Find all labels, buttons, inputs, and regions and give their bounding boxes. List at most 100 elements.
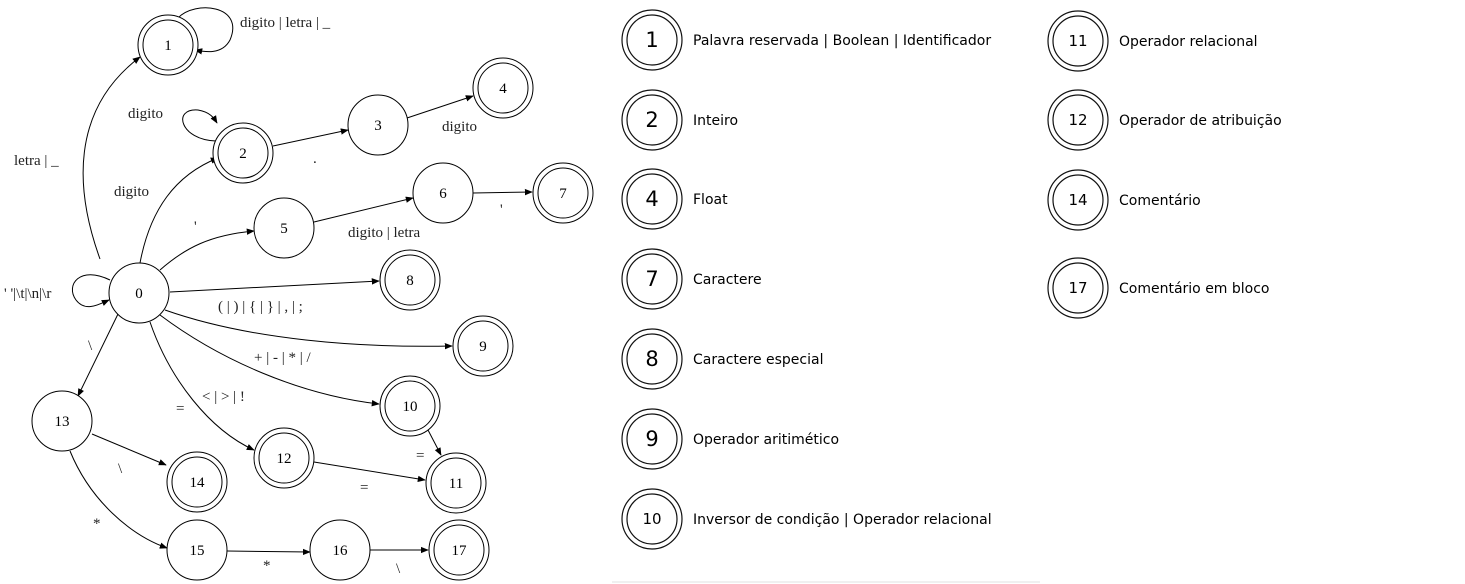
transition-label-12-to-11: = — [360, 480, 368, 496]
transition-label-0-to-12: = — [176, 401, 184, 417]
state-label-5: 5 — [280, 221, 288, 237]
state-label-6: 6 — [439, 186, 447, 202]
state-label-9: 9 — [479, 339, 487, 355]
legend-circle-17 — [1047, 257, 1109, 319]
state-11: 11 — [425, 452, 487, 514]
transition-1-to-1 — [177, 7, 234, 55]
transition-label-0-to-1: letra | _ — [14, 153, 59, 169]
transition-label-0-to-5: ' — [194, 219, 197, 235]
state-15: 15 — [166, 519, 228, 581]
transition-0-to-9 — [164, 309, 453, 350]
transition-label-5-to-6: digito | letra — [348, 225, 420, 241]
transition-label-0-to-9: + | - | * | / — [254, 350, 311, 366]
state-circle-11 — [425, 452, 487, 514]
state-circle-3 — [347, 94, 409, 156]
state-label-17: 17 — [452, 543, 468, 559]
legend-ring-9 — [626, 413, 678, 465]
legend-circle-10 — [621, 488, 683, 550]
legend-ring-8 — [626, 333, 678, 385]
state-3: 3 — [347, 94, 409, 156]
legend-state-number: 4 — [645, 187, 658, 211]
transition-label-1-to-1: digito | letra | _ — [240, 15, 331, 31]
transition-15-to-16 — [226, 548, 311, 556]
legend-description: Palavra reservada | Boolean | Identifica… — [693, 33, 991, 49]
legend-description: Operador aritimético — [693, 432, 839, 448]
state-circle-0 — [108, 262, 170, 324]
state-14: 14 — [166, 451, 228, 513]
legend-description: Inversor de condição | Operador relacion… — [693, 512, 992, 528]
state-label-15: 15 — [190, 543, 205, 559]
legend-item-17: 17 Comentário em bloco — [1047, 257, 1270, 319]
legend-ring-1 — [626, 14, 678, 66]
legend-circle-1 — [621, 9, 683, 71]
transition-13-to-14 — [91, 433, 167, 466]
legend-description: Inteiro — [693, 113, 738, 129]
state-label-7: 7 — [559, 186, 567, 202]
state-16: 16 — [309, 519, 371, 581]
transition-0-to-1 — [82, 56, 141, 260]
transition-label-0-to-10: < | > | ! — [202, 389, 245, 405]
transition-label-0-to-0: ' '|\t|\n|\r — [4, 286, 51, 302]
state-circle-16 — [309, 519, 371, 581]
accepting-ring-10 — [384, 380, 436, 432]
legend-circle-14 — [1047, 169, 1109, 231]
legend-ring-11 — [1052, 15, 1104, 67]
legend-description: Caractere — [693, 272, 762, 288]
transition-6-to-7 — [472, 188, 533, 196]
state-circle-2 — [212, 122, 274, 184]
state-circle-14 — [166, 451, 228, 513]
legend-ring-7 — [626, 253, 678, 305]
state-circle-5 — [253, 197, 315, 259]
transition-label-2-to-2: digito — [128, 106, 163, 122]
transition-label-10-to-11: = — [416, 448, 424, 464]
legend-state-number: 1 — [645, 28, 658, 52]
transition-2-to-2 — [182, 109, 218, 142]
accepting-ring-9 — [457, 320, 509, 372]
legend-state-number: 11 — [1068, 32, 1087, 50]
accepting-ring-1 — [142, 19, 194, 71]
state-label-2: 2 — [239, 146, 247, 162]
accepting-ring-14 — [171, 456, 223, 508]
accepting-ring-17 — [433, 524, 485, 576]
transition-labels-layer: digito | letra | _letra | _digitodigito.… — [4, 15, 503, 577]
legend-ring-14 — [1052, 174, 1104, 226]
transition-label-13-to-14: \ — [118, 461, 123, 477]
legend-item-1: 1 Palavra reservada | Boolean | Identific… — [621, 9, 991, 71]
accepting-ring-2 — [217, 127, 269, 179]
state-label-0: 0 — [135, 286, 143, 302]
legend-circle-12 — [1047, 89, 1109, 151]
accepting-ring-7 — [537, 167, 589, 219]
legend-description: Comentário em bloco — [1119, 281, 1270, 297]
state-2: 2 — [212, 122, 274, 184]
legend-state-number: 17 — [1068, 279, 1087, 297]
state-7: 7 — [532, 162, 594, 224]
transition-12-to-11 — [313, 461, 426, 483]
state-6: 6 — [412, 162, 474, 224]
state-label-3: 3 — [374, 118, 382, 134]
accepting-ring-8 — [384, 254, 436, 306]
legend-ring-12 — [1052, 94, 1104, 146]
transition-5-to-6 — [313, 196, 414, 223]
transition-0-to-0 — [71, 274, 111, 308]
legend-description: Caractere especial — [693, 352, 823, 368]
state-circle-6 — [412, 162, 474, 224]
state-4: 4 — [472, 57, 534, 119]
legend-state-number: 7 — [645, 267, 658, 291]
state-1: 1 — [137, 14, 199, 76]
transition-label-16-to-17: \ — [396, 561, 401, 577]
legend-circle-11 — [1047, 10, 1109, 72]
transition-label-6-to-7: ' — [500, 202, 503, 218]
transition-0-to-2 — [139, 157, 219, 264]
state-0: 0 — [108, 262, 170, 324]
transition-label-13-to-15: * — [93, 516, 101, 532]
state-circle-9 — [452, 315, 514, 377]
state-circle-7 — [532, 162, 594, 224]
state-13: 13 — [31, 390, 93, 452]
state-label-10: 10 — [403, 399, 418, 415]
